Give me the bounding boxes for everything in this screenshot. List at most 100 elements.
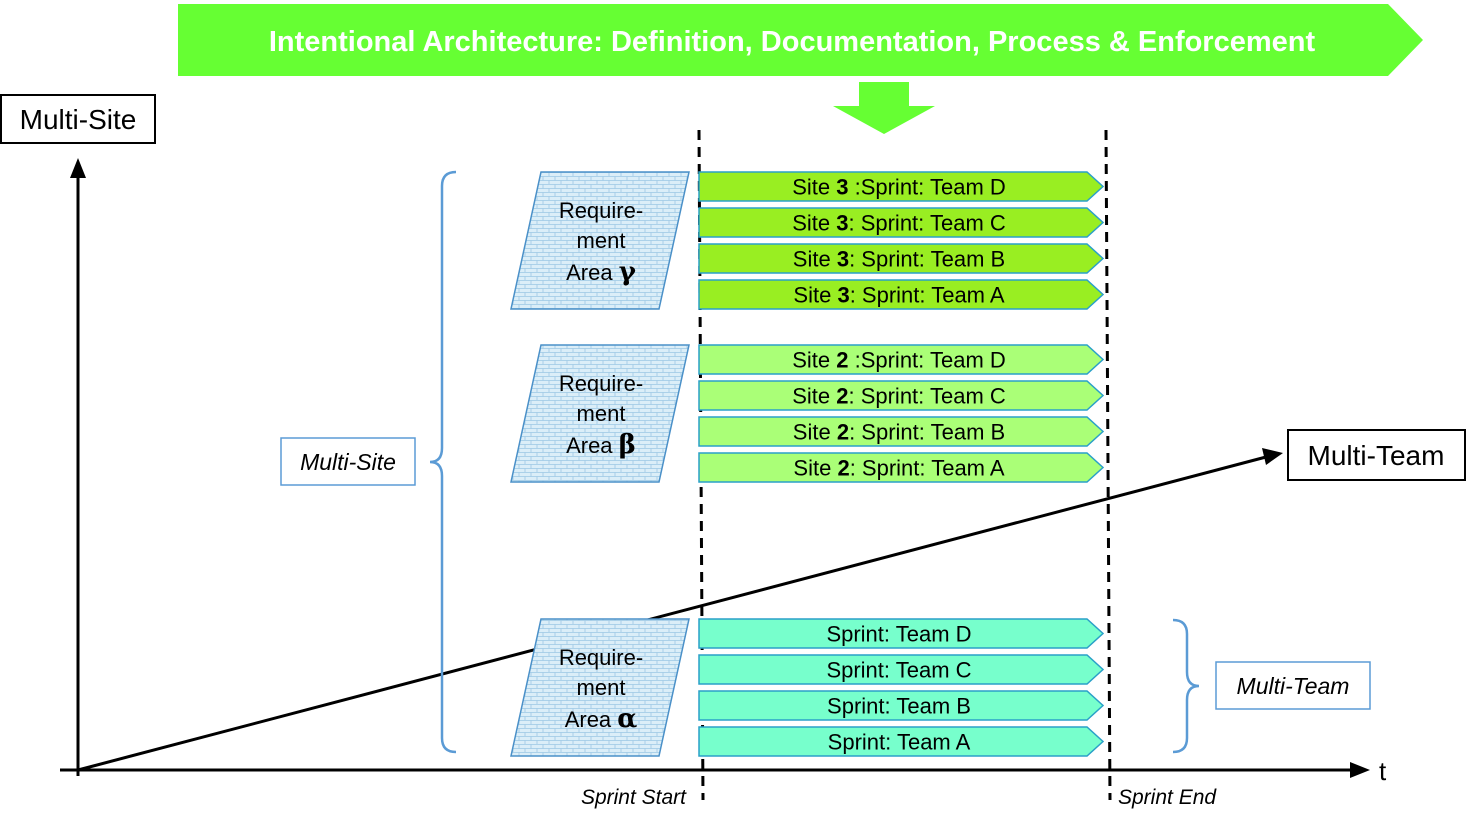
requirement-area-line1: Require-: [559, 371, 643, 396]
y-axis-label: Multi-Site: [20, 104, 137, 135]
down-arrow-icon: [833, 82, 935, 134]
sprint-start-line: [697, 129, 705, 801]
sprint-arrow-label: Sprint: Team A: [828, 730, 971, 755]
sprint-site-number: 3: [836, 211, 848, 236]
sprint-team-text: : Sprint: Team B: [849, 247, 1005, 272]
sprint-site-number: 2: [837, 456, 849, 481]
requirement-area-line2: ment: [577, 675, 626, 700]
architecture-banner: Intentional Architecture: Definition, Do…: [178, 4, 1423, 76]
requirement-area-line1: Require-: [559, 645, 643, 670]
x-axis-label: t: [1379, 756, 1387, 786]
sprint-arrow-label: Site 3: Sprint: Team C: [792, 211, 1006, 236]
multi-site-bracket-label: Multi-Site: [300, 449, 396, 475]
requirement-area-word: Area: [566, 260, 619, 285]
sprint-start-label: Sprint Start: [581, 786, 687, 809]
multi-site-label-box: Multi-Site: [280, 437, 416, 486]
sprint-site-prefix: Site: [792, 175, 836, 200]
sprint-team-text: : Sprint: Team B: [849, 420, 1005, 445]
requirement-area-shape: [510, 171, 690, 310]
sprint-arrow-shape: [698, 690, 1105, 721]
requirement-area-line3: Area γ: [566, 257, 637, 287]
sprint-arrow-shape: [698, 344, 1105, 375]
sprint-arrow: Sprint: Team A: [698, 726, 1105, 757]
sprint-arrow: Site 2: Sprint: Team B: [698, 416, 1105, 447]
sprint-arrow-shape: [698, 171, 1105, 202]
requirement-area-line2: ment: [577, 401, 626, 426]
sprint-arrow-label: Site 3: Sprint: Team B: [793, 247, 1005, 272]
sprint-arrow-label: Site 2 :Sprint: Team D: [792, 348, 1006, 373]
y-axis-arrowhead-icon: [70, 158, 86, 178]
sprint-team-text: : Sprint: Team A: [850, 283, 1005, 308]
sprint-arrow-shape: [698, 207, 1105, 238]
sprint-arrow-shape: [698, 618, 1105, 649]
sprint-arrow: Site 2: Sprint: Team A: [698, 452, 1105, 483]
multi-site-bracket: [429, 170, 457, 754]
sprint-arrow-shape: [698, 416, 1105, 447]
sprint-site-prefix: Site: [793, 247, 837, 272]
requirement-area-shape: [510, 344, 690, 483]
multi-team-label-box: Multi-Team: [1287, 429, 1466, 481]
sprint-arrow-label: Site 2: Sprint: Team C: [792, 384, 1006, 409]
sprint-team-text: Sprint: Team A: [828, 730, 971, 755]
sprint-arrow-label: Site 3: Sprint: Team A: [793, 283, 1004, 308]
sprint-team-text: : Sprint: Team C: [848, 384, 1005, 409]
sprint-arrow: Sprint: Team B: [698, 690, 1105, 721]
sprint-arrow-label: Site 2: Sprint: Team A: [793, 456, 1004, 481]
sprint-arrow: Site 3: Sprint: Team B: [698, 243, 1105, 274]
sprint-team-text: : Sprint: Team A: [850, 456, 1005, 481]
requirement-area-line2: ment: [577, 228, 626, 253]
banner-text: Intentional Architecture: Definition, Do…: [269, 26, 1316, 58]
sprint-end-line: [1104, 129, 1112, 801]
sprint-site-number: 3: [837, 247, 849, 272]
requirement-area-greek: γ: [619, 257, 637, 287]
requirement-area-greek: α: [617, 704, 637, 734]
requirement-area-word: Area: [565, 707, 618, 732]
sprint-arrow-shape: [698, 279, 1105, 310]
requirement-area-word: Area: [566, 433, 619, 458]
sprint-team-text: :Sprint: Team D: [848, 175, 1005, 200]
requirement-area-line3: Area β: [566, 430, 636, 460]
banner-arrow-shape: [178, 4, 1423, 76]
sprint-arrow: Site 2 :Sprint: Team D: [698, 344, 1105, 375]
sprint-arrow: Site 3 :Sprint: Team D: [698, 171, 1105, 202]
requirement-area-line1: Require-: [559, 198, 643, 223]
sprint-group-site1: Sprint: Team D Sprint: Team C Sprint: Team…: [698, 618, 1105, 757]
sprint-arrow-shape: [698, 243, 1105, 274]
sprint-site-prefix: Site: [793, 283, 837, 308]
sprint-team-text: : Sprint: Team C: [848, 211, 1005, 236]
sprint-arrow-shape: [698, 726, 1105, 757]
sprint-end-label: Sprint End: [1118, 786, 1217, 809]
x-axis-arrowhead-icon: [1350, 762, 1370, 778]
requirement-area-line3: Area α: [565, 704, 638, 734]
sprint-site-number: 2: [836, 348, 848, 373]
sprint-arrow: Site 3: Sprint: Team C: [698, 207, 1105, 238]
multi-team-axis: [77, 448, 1283, 772]
y-axis: [70, 158, 86, 776]
multi-team-bracket: [1172, 618, 1200, 754]
sprint-site-number: 2: [836, 384, 848, 409]
sprint-arrow: Site 2: Sprint: Team C: [698, 380, 1105, 411]
requirement-area-greek: β: [619, 430, 636, 460]
sprint-arrow: Sprint: Team C: [698, 654, 1105, 685]
sprint-arrow-label: Sprint: Team B: [827, 694, 971, 719]
sprint-arrow-label: Site 2: Sprint: Team B: [793, 420, 1005, 445]
sprint-site-number: 3: [836, 175, 848, 200]
sprint-arrow-label: Sprint: Team D: [826, 622, 971, 647]
sprint-arrow-shape: [698, 654, 1105, 685]
y-axis-label-box: Multi-Site: [0, 94, 156, 144]
sprint-team-text: Sprint: Team B: [827, 694, 971, 719]
sprint-arrow: Site 3: Sprint: Team A: [698, 279, 1105, 310]
sprint-site-number: 3: [837, 283, 849, 308]
sprint-site-prefix: Site: [792, 384, 836, 409]
sprint-site-number: 2: [837, 420, 849, 445]
x-axis: [60, 762, 1370, 778]
sprint-site-prefix: Site: [792, 348, 836, 373]
